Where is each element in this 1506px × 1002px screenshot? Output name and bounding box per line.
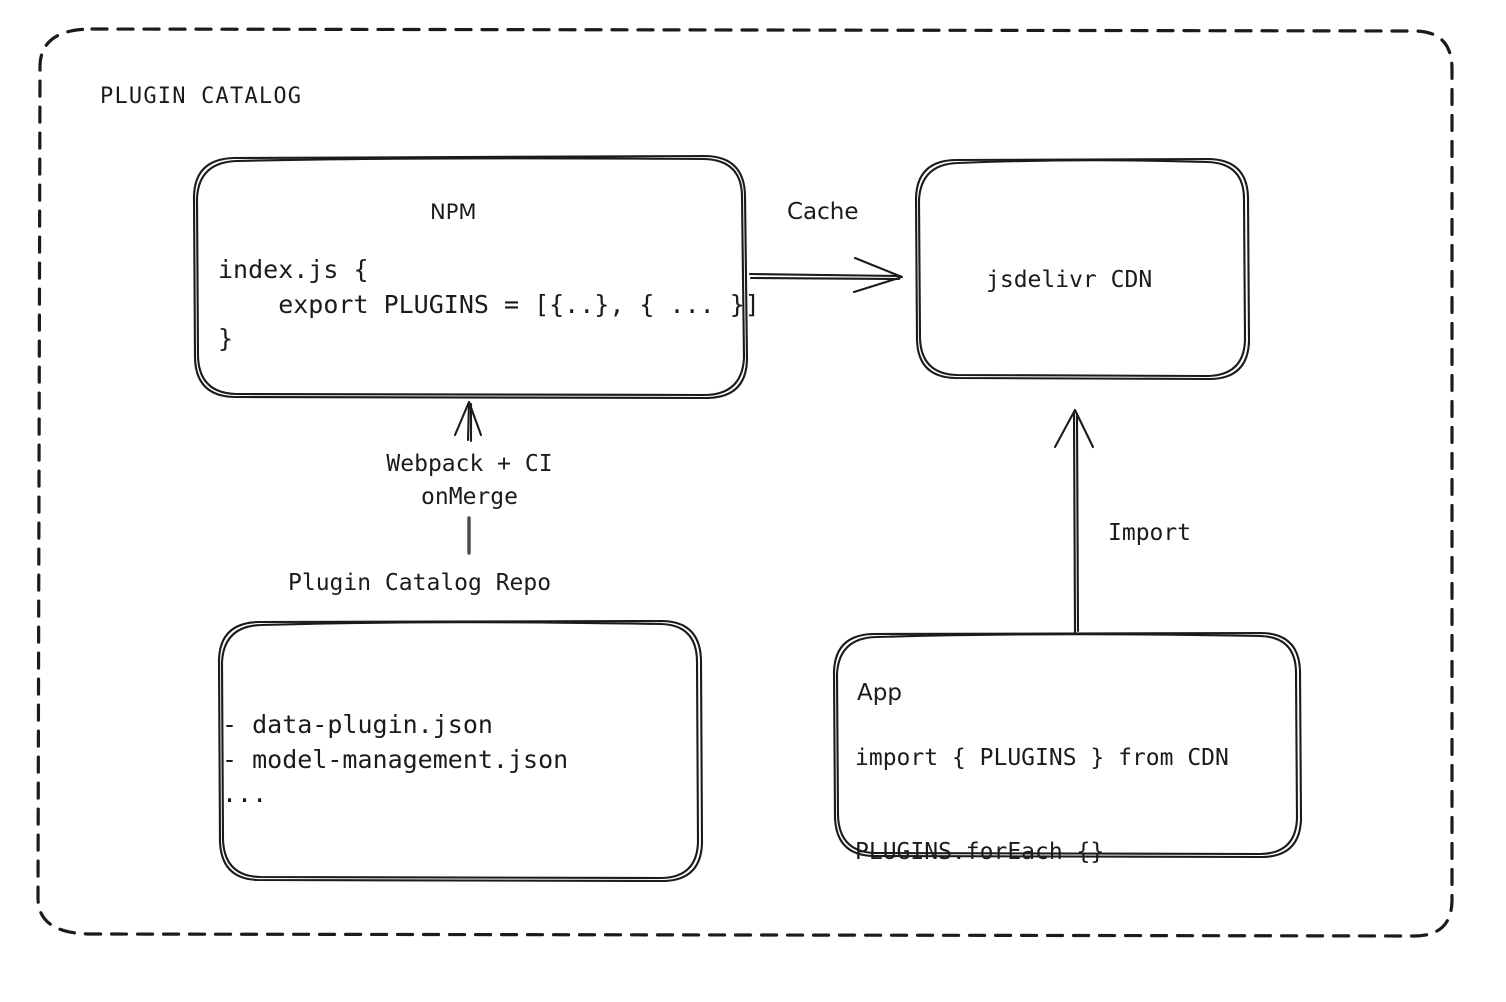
- repo-node-file-list: - data-plugin.json - model-management.js…: [222, 710, 569, 808]
- edge-label-webpack-ci-onmerge: Webpack + CI onMerge: [386, 451, 553, 510]
- app-node-title: App: [857, 680, 902, 706]
- npm-node-title: NPM: [430, 200, 477, 224]
- cdn-node-title: jsdelivr CDN: [986, 267, 1153, 293]
- npm-node-code: index.js { export PLUGINS = [{..}, { ...…: [218, 255, 760, 353]
- edge-app-to-cdn: [1053, 408, 1095, 634]
- edge-label-import: Import: [1108, 520, 1192, 546]
- edge-label-cache: Cache: [787, 199, 859, 225]
- repo-node-title: Plugin Catalog Repo: [288, 570, 552, 596]
- frame-title: PLUGIN CATALOG: [100, 84, 303, 109]
- app-node-code: import { PLUGINS } from CDN PLUGINS.forE…: [855, 745, 1229, 866]
- edge-npm-to-cdn: [748, 256, 904, 294]
